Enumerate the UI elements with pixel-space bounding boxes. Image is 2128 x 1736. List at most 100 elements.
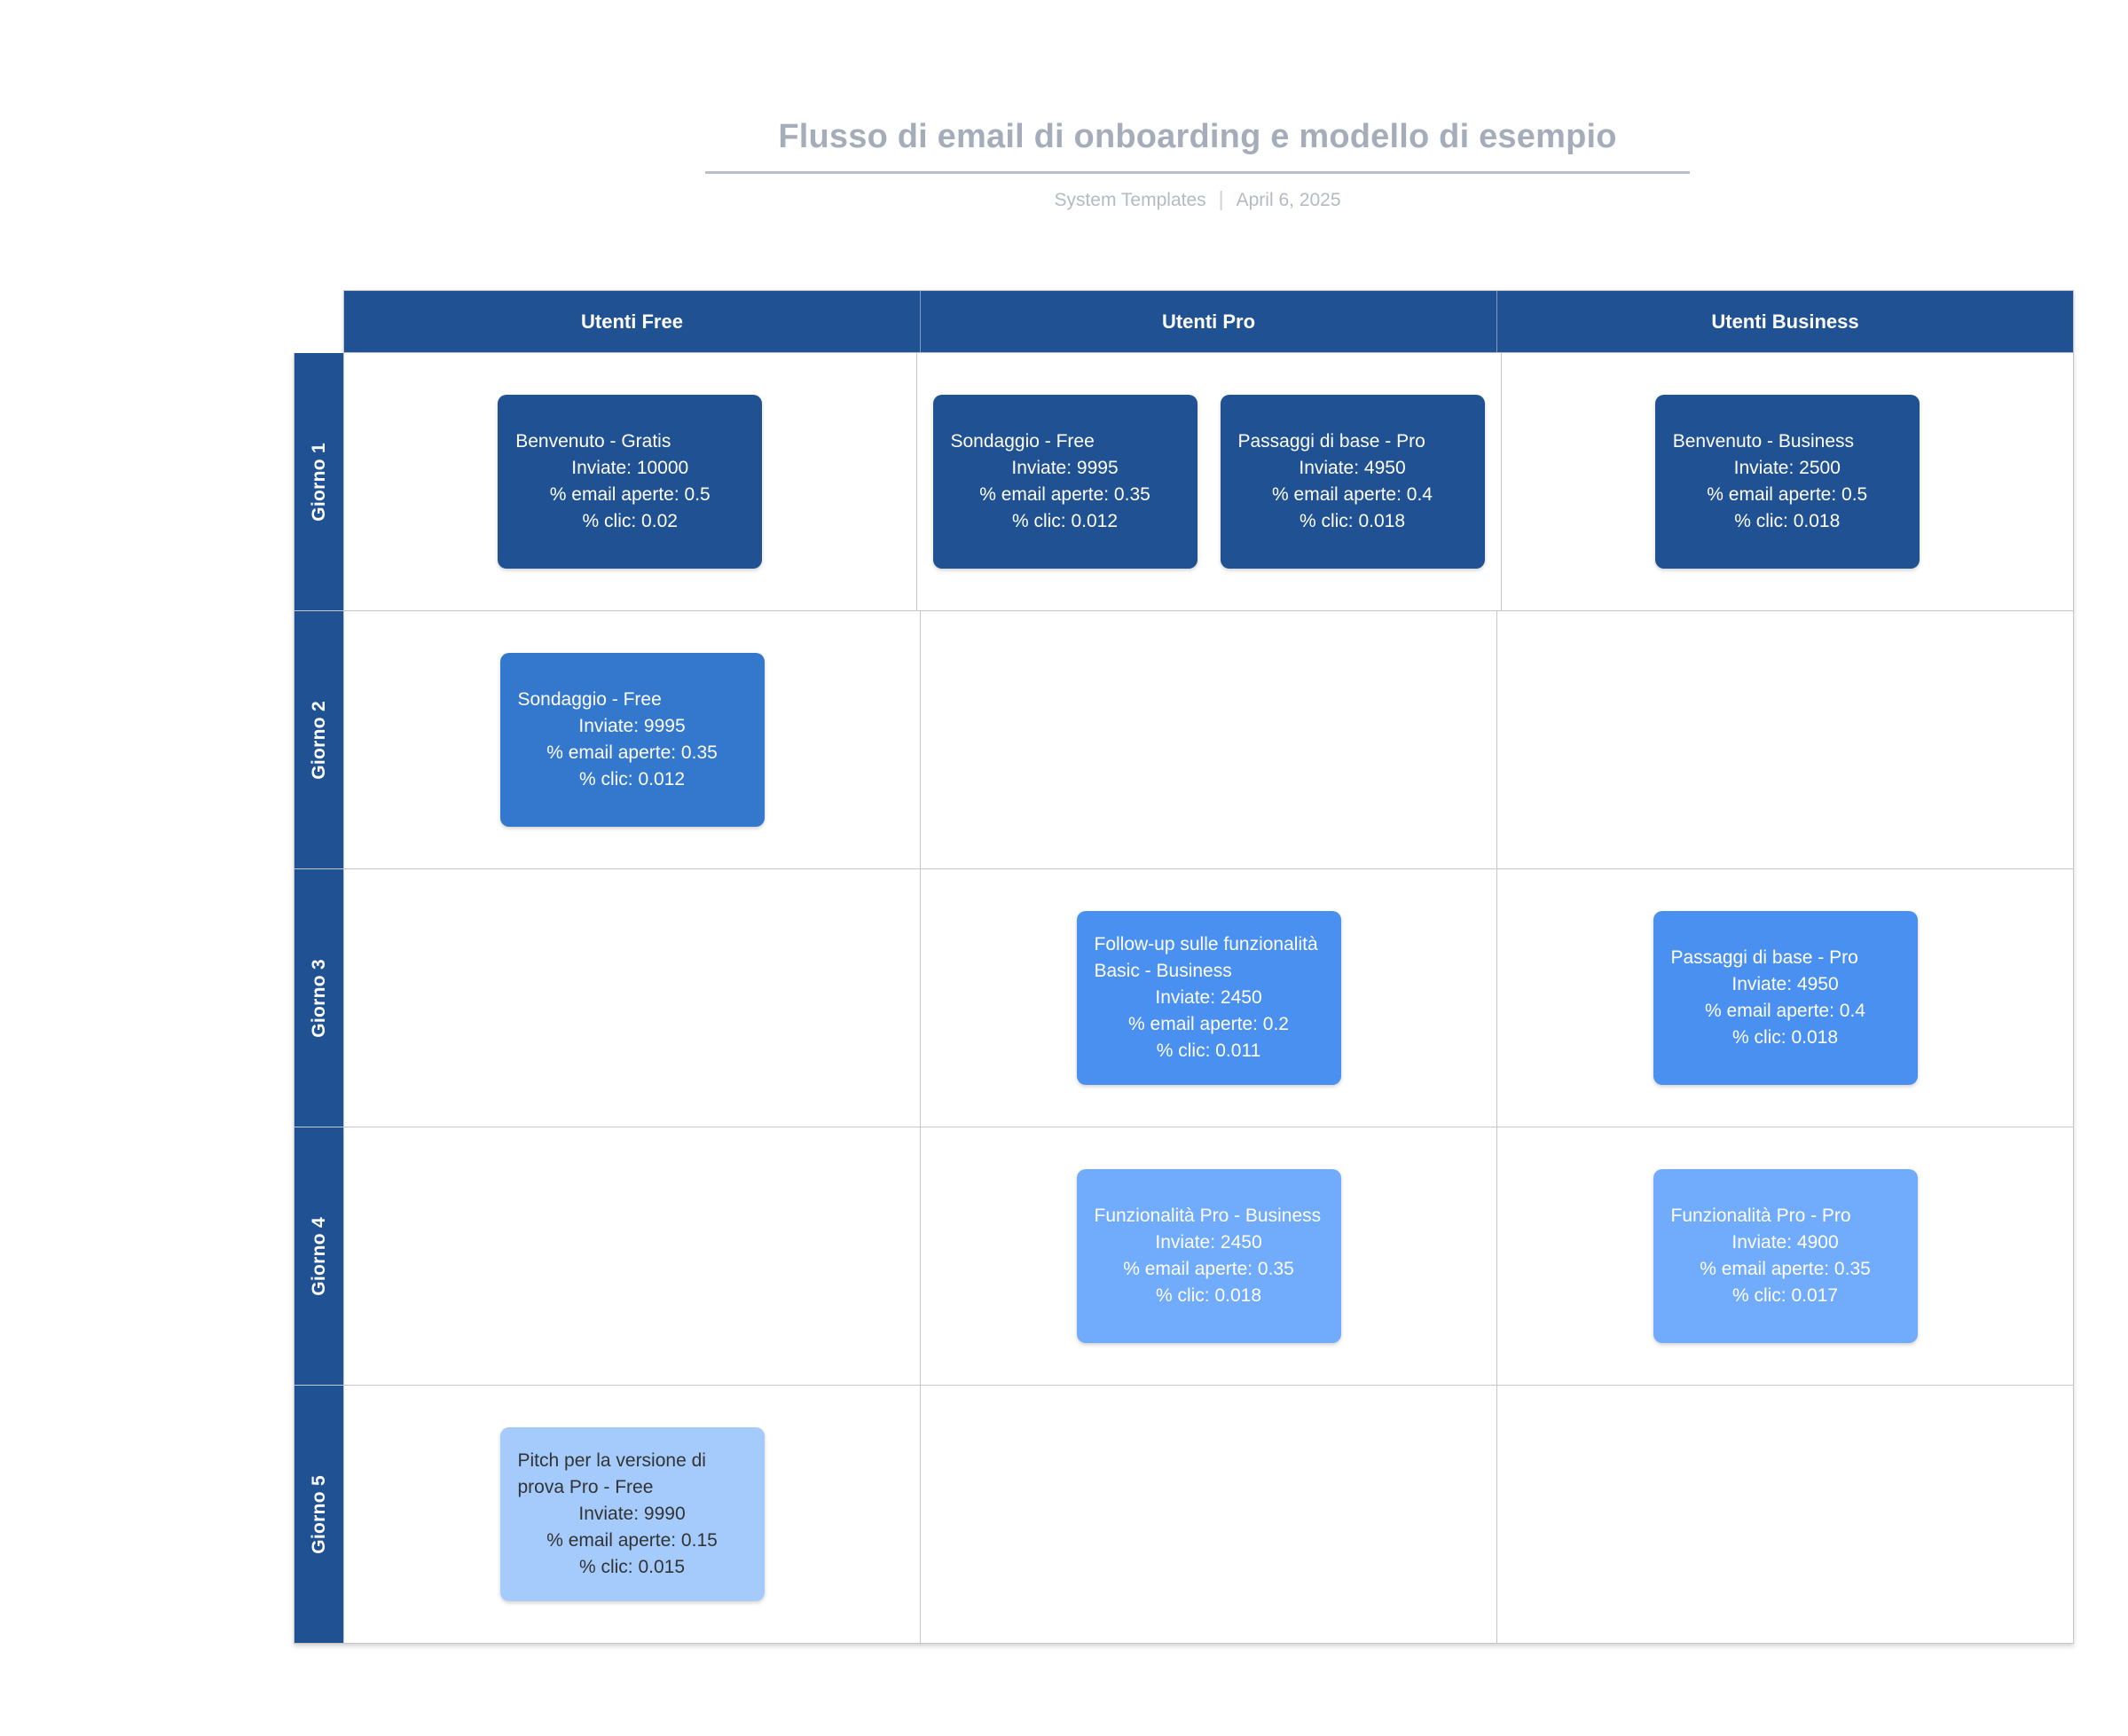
- email-card-click-rate: % clic: 0.011: [1156, 1040, 1261, 1061]
- row-header-day-4[interactable]: Giorno 4: [294, 1127, 344, 1385]
- subtitle-separator: |: [1218, 186, 1224, 210]
- email-card-click-rate: % clic: 0.012: [578, 768, 686, 789]
- email-card-stats: Inviate: 2500 % email aperte: 0.5 % clic: …: [1673, 455, 1902, 534]
- row-header-day-1[interactable]: Giorno 1: [294, 353, 344, 610]
- row-header-day-2[interactable]: Giorno 2: [294, 611, 344, 868]
- email-card-open-rate: % email aperte: 0.15: [546, 1529, 718, 1551]
- email-card-sent: Inviate: 9990: [578, 1504, 686, 1525]
- email-card-title: Sondaggio - Free: [950, 431, 1095, 452]
- matrix-cell: [921, 611, 1497, 868]
- email-card-click-rate: % clic: 0.018: [1734, 510, 1841, 531]
- email-card-click-rate: % clic: 0.015: [578, 1556, 686, 1577]
- row-header-label: Giorno 2: [308, 700, 329, 780]
- email-card-open-rate: % email aperte: 0.5: [1707, 484, 1868, 505]
- email-card-sent: Inviate: 10000: [571, 458, 689, 479]
- row-header-day-5[interactable]: Giorno 5: [294, 1386, 344, 1643]
- email-card-stats: Inviate: 10000% email aperte: 0.5% clic:…: [515, 455, 744, 534]
- matrix-cell: [921, 1386, 1497, 1643]
- email-card-sent: Inviate: 4900: [1731, 1232, 1839, 1253]
- column-header-2[interactable]: Utenti Pro: [921, 291, 1497, 352]
- email-card-open-rate: % email aperte: 0.35: [1123, 1259, 1294, 1279]
- email-card-title: Pitch per la versione di prova Pro - Fre…: [517, 1450, 706, 1498]
- email-card-stats: Inviate: 4950% email aperte: 0.4% clic: …: [1671, 971, 1900, 1050]
- email-card-title: Benvenuto - Gratis: [515, 431, 671, 452]
- page-subtitle: System Templates | April 6, 2025: [705, 186, 1690, 213]
- email-card-sent: Inviate: 9995: [578, 716, 686, 737]
- email-card-stats: Inviate: 9990 % email aperte: 0.15 % clic:…: [518, 1501, 747, 1580]
- row-cells: Pitch per la versione di prova Pro - Fre…: [344, 1386, 2073, 1643]
- email-card-open-rate: % email aperte: 0.4: [1272, 484, 1433, 505]
- page-title: Flusso di email di onboarding e modello …: [705, 118, 1690, 174]
- column-header-1[interactable]: Utenti Free: [344, 291, 921, 352]
- email-card-click-rate: % clic: 0.018: [1155, 1284, 1262, 1306]
- email-card-title: Passaggi di base - Pro: [1237, 431, 1425, 452]
- email-card-click-rate: % clic: 0.018: [1299, 510, 1406, 531]
- email-card-title: Sondaggio - Free: [517, 689, 662, 711]
- column-header-3[interactable]: Utenti Business: [1497, 291, 2073, 352]
- email-card-stats: Inviate: 9995% email aperte: 0.35% clic:…: [951, 455, 1180, 534]
- title-block: Flusso di email di onboarding e modello …: [705, 118, 1690, 212]
- row-header-label: Giorno 5: [308, 1474, 329, 1554]
- email-card-sent: Inviate: 2500: [1733, 458, 1841, 479]
- email-card-open-rate: % email aperte: 0.35: [546, 742, 718, 763]
- email-card-stats: Inviate: 4950 % email aperte: 0.4 % clic: …: [1238, 455, 1467, 534]
- email-card-click-rate: % clic: 0.02: [582, 510, 678, 531]
- email-card-title: Funzionalità Pro - Business: [1094, 1206, 1322, 1227]
- matrix-cell: Follow-up sulle funzionalità Basic - Bus…: [921, 869, 1497, 1127]
- email-card-open-rate: % email aperte: 0.35: [1700, 1259, 1871, 1279]
- email-card-sent: Inviate: 9995: [1011, 458, 1119, 479]
- email-card-title: Passaggi di base - Pro: [1670, 947, 1858, 969]
- matrix-row: Giorno 5 Pitch per la versione di prova P…: [294, 1386, 2073, 1643]
- matrix-cell: [344, 869, 921, 1127]
- matrix-row: Giorno 3 Follow-up sulle funzionalità Bas…: [294, 869, 2073, 1127]
- email-card[interactable]: Pitch per la versione di prova Pro - Fre…: [499, 1427, 765, 1601]
- email-card-title: Follow-up sulle funzionalità Basic - Bus…: [1094, 934, 1318, 982]
- email-card-title: Benvenuto - Business: [1672, 431, 1855, 452]
- email-card-stats: Inviate: 4900 % email aperte: 0.35 % clic:…: [1671, 1229, 1900, 1308]
- email-card-sent: Inviate: 4950: [1731, 974, 1839, 995]
- matrix-cell: [1497, 611, 2073, 868]
- subtitle-source: System Templates: [1054, 189, 1206, 210]
- email-card-stats: Inviate: 2450% email aperte: 0.2% clic: …: [1095, 985, 1323, 1064]
- email-card-click-rate: % clic: 0.017: [1731, 1284, 1839, 1306]
- email-card-stats: Inviate: 9995 % email aperte: 0.35 % clic:…: [518, 713, 747, 792]
- email-card-click-rate: % clic: 0.018: [1731, 1026, 1839, 1048]
- row-header-label: Giorno 4: [308, 1216, 329, 1296]
- email-card-sent: Inviate: 4950: [1299, 458, 1406, 479]
- subtitle-date: April 6, 2025: [1236, 189, 1341, 210]
- row-header-day-3[interactable]: Giorno 3: [294, 869, 344, 1127]
- email-card[interactable]: Follow-up sulle funzionalità Basic - Bus…: [1076, 911, 1341, 1085]
- matrix-cell: [344, 1127, 921, 1385]
- email-card-title: Funzionalità Pro - Pro: [1670, 1206, 1851, 1227]
- email-card-open-rate: % email aperte: 0.2: [1128, 1013, 1289, 1034]
- matrix-cell: [1497, 1386, 2073, 1643]
- email-card-sent: Inviate: 2450: [1155, 1232, 1262, 1253]
- row-header-label: Giorno 3: [308, 958, 329, 1038]
- email-card-stats: Inviate: 2450 % email aperte: 0.35 % clic:…: [1095, 1229, 1323, 1308]
